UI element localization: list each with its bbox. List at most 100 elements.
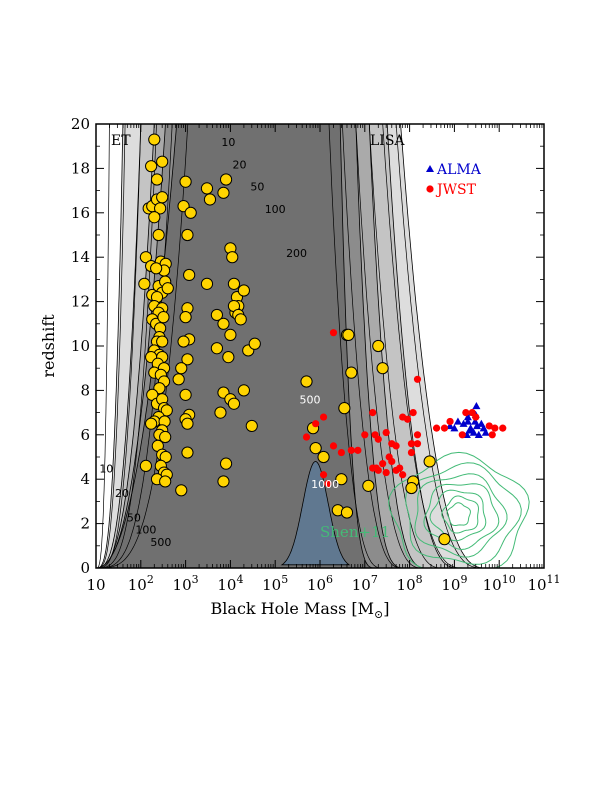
- bh-point: [177, 335, 190, 348]
- jwst-point: [399, 471, 407, 479]
- bh-point: [335, 473, 348, 486]
- bh-point: [423, 455, 436, 468]
- jwst-point: [407, 448, 416, 457]
- iso-line: [342, 124, 403, 568]
- alma-point: [479, 424, 488, 432]
- x-tick-label: 106: [307, 573, 333, 594]
- bh-point: [181, 353, 194, 366]
- bh-point: [148, 211, 161, 224]
- bh-point: [159, 430, 172, 444]
- bh-point: [237, 284, 250, 297]
- bh-point: [148, 133, 161, 146]
- jwst-point: [329, 442, 338, 450]
- alma-point: [463, 413, 472, 421]
- et-label: ET: [111, 133, 131, 149]
- bh-point: [309, 442, 322, 455]
- y-tick-label: 0: [80, 559, 90, 577]
- x-tick-label: 108: [397, 573, 423, 594]
- bh-point: [175, 362, 188, 375]
- x-tick-label: 103: [173, 573, 199, 594]
- jwst-point: [319, 471, 328, 479]
- x-tick-label: 109: [441, 573, 467, 594]
- alma-point: [471, 417, 480, 425]
- contour-label: 100: [265, 203, 286, 216]
- alma-point: [472, 401, 481, 410]
- iso-line: [355, 124, 423, 568]
- bh-point: [237, 384, 250, 397]
- contour-label: 500: [150, 536, 171, 549]
- x-tick-label: 1011: [527, 573, 560, 594]
- jwst-point: [385, 453, 393, 461]
- bh-point: [156, 191, 169, 204]
- bh-point: [150, 173, 164, 186]
- alma-point: [473, 421, 482, 430]
- bh-point: [342, 328, 355, 341]
- y-tick-label: 4: [80, 470, 90, 488]
- bh-point: [210, 342, 224, 355]
- iso-line: [395, 124, 484, 568]
- y-axis-title: redshift: [39, 314, 58, 378]
- bh-point: [161, 282, 174, 295]
- alma-point: [481, 428, 490, 436]
- shen-contour: [388, 451, 530, 568]
- bh-point: [219, 173, 233, 186]
- jwst-point: [413, 431, 422, 439]
- x-axis-title: Black Hole Mass [M⊙]: [211, 599, 390, 621]
- contour-label: 20: [115, 487, 129, 500]
- legend-label: ALMA: [436, 162, 482, 178]
- jwst-point: [347, 446, 355, 454]
- iso-line: [96, 124, 142, 568]
- shen-label: Shen+11: [320, 523, 390, 541]
- contour-label: 200: [286, 247, 307, 260]
- x-tick-label: 104: [217, 573, 243, 594]
- bh-point: [139, 459, 153, 472]
- axis-ticks: [95, 123, 545, 569]
- jwst-point: [432, 424, 441, 432]
- y-tick-label: 2: [80, 515, 90, 533]
- shen-contour: [429, 489, 487, 542]
- alma-point: [474, 430, 483, 438]
- jwst-point: [409, 409, 417, 417]
- bh-point: [248, 337, 261, 350]
- x-tick-label: 107: [352, 573, 378, 594]
- jwst-point: [413, 440, 422, 448]
- iso-line: [96, 124, 110, 568]
- bh-point: [317, 450, 330, 464]
- shen-contour: [423, 483, 500, 551]
- shen-contour: [414, 473, 508, 558]
- bh-point: [181, 446, 194, 459]
- jwst-point: [462, 409, 470, 417]
- jwst-point: [374, 435, 382, 443]
- bh-point: [159, 475, 172, 488]
- bh-point: [438, 533, 451, 546]
- bh-point: [226, 251, 239, 264]
- bh-point: [179, 175, 192, 188]
- bh-point: [210, 308, 224, 322]
- alma-point: [469, 428, 478, 436]
- y-tick-label: 20: [71, 115, 90, 133]
- bh-point: [214, 406, 227, 419]
- shen-contour: [405, 462, 522, 565]
- jwst-point: [337, 448, 345, 457]
- bh-point: [234, 313, 247, 326]
- bh-point: [139, 251, 153, 264]
- contour-label: 100: [135, 524, 156, 537]
- jwst-point: [472, 413, 480, 421]
- bh-point: [227, 277, 241, 290]
- bh-point: [200, 182, 214, 195]
- y-tick-label: 8: [80, 381, 90, 399]
- shen-contour: [446, 502, 471, 527]
- jwst-point: [396, 464, 404, 472]
- bh-point: [300, 375, 313, 388]
- jwst-point: [354, 446, 362, 454]
- data-points: [138, 133, 507, 546]
- bh-point: [156, 155, 169, 168]
- y-tick-label: 16: [71, 204, 90, 222]
- jwst-point: [379, 460, 387, 468]
- bh-point: [362, 479, 375, 492]
- jwst-point: [329, 329, 338, 337]
- jwst-point: [403, 415, 412, 423]
- sensitivity-band: [96, 124, 544, 568]
- legend-marker-alma: [426, 165, 434, 172]
